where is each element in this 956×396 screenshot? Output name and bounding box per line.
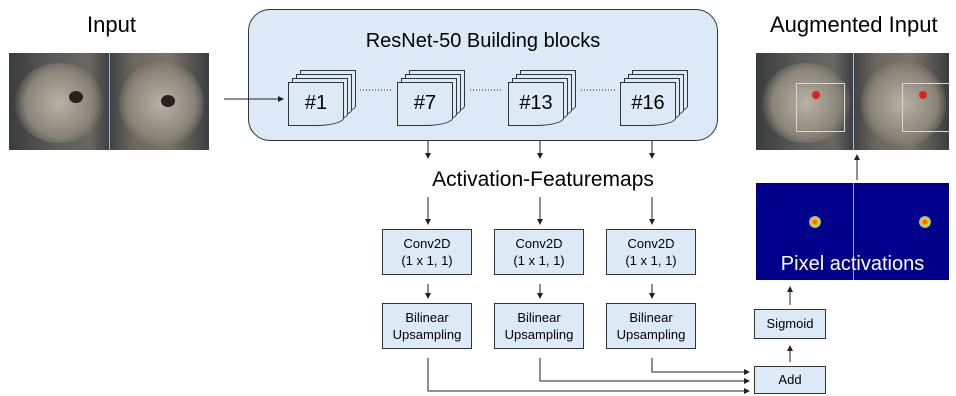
input-title: Input [87, 12, 136, 37]
block-stack-13: #13 [508, 70, 580, 126]
block-label-16: #16 [631, 92, 665, 114]
block-stack-7: #7 [397, 70, 469, 126]
block-label-7: #7 [413, 92, 437, 114]
augmented-input-image [756, 53, 949, 150]
conv2d-label: Conv2D [403, 236, 451, 251]
block-label-13: #13 [519, 92, 553, 114]
conv2d-box-1: Conv2D (1 x 1, 1) [382, 229, 472, 275]
input-image [9, 53, 209, 150]
conv2d-box-3: Conv2D (1 x 1, 1) [606, 229, 696, 275]
conv2d-params: (1 x 1, 1) [625, 253, 677, 268]
conv2d-params: (1 x 1, 1) [513, 253, 565, 268]
detection-box-right [902, 83, 949, 132]
upsampling-box-1: Bilinear Upsampling [382, 303, 472, 349]
block-stack-16: #16 [620, 70, 692, 126]
block-label-1: #1 [304, 92, 328, 114]
upsampling-method: Upsampling [504, 327, 574, 342]
pixel-activations-label: Pixel activations [780, 253, 925, 275]
resnet-title: ResNet-50 Building blocks [365, 30, 601, 52]
conv2d-params: (1 x 1, 1) [401, 253, 453, 268]
upsampling-label: Bilinear [517, 310, 561, 325]
upsampling-box-3: Bilinear Upsampling [606, 303, 696, 349]
upsampling-method: Upsampling [392, 327, 462, 342]
sigmoid-box: Sigmoid [754, 309, 826, 339]
upsampling-label: Bilinear [405, 310, 449, 325]
conv2d-label: Conv2D [627, 236, 675, 251]
pixel-activation-heatmap: Pixel activations [756, 183, 949, 280]
detection-box-left [796, 83, 845, 132]
conv2d-box-2: Conv2D (1 x 1, 1) [494, 229, 584, 275]
upsampling-method: Upsampling [616, 327, 686, 342]
add-box: Add [754, 366, 826, 394]
upsampling-label: Bilinear [629, 310, 673, 325]
activation-featuremaps-label: Activation-Featuremaps [432, 168, 654, 191]
augmented-input-title: Augmented Input [770, 12, 938, 37]
upsampling-box-2: Bilinear Upsampling [494, 303, 584, 349]
conv2d-label: Conv2D [515, 236, 563, 251]
block-stack-1: #1 [288, 70, 360, 126]
